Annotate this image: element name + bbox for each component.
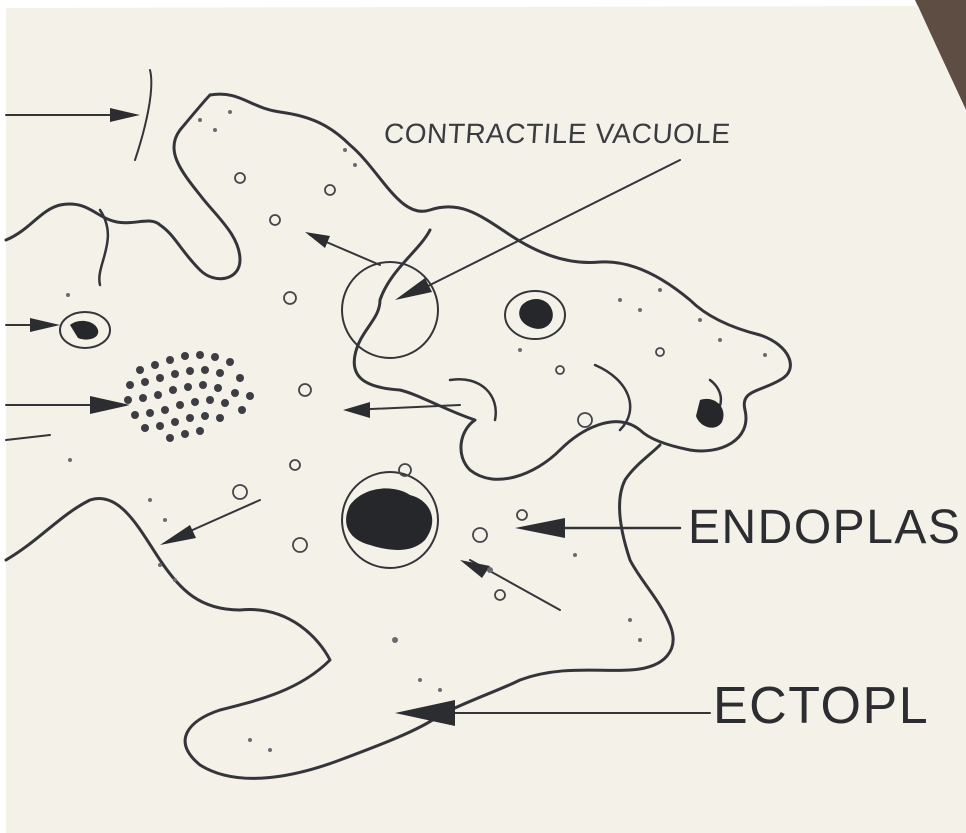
label-endoplasm: ENDOPLAS xyxy=(688,500,961,555)
label-contractile-vacuole: CONTRACTILE VACUOLE xyxy=(383,118,732,150)
label-ectoplasm: ECTOPL xyxy=(713,676,929,736)
